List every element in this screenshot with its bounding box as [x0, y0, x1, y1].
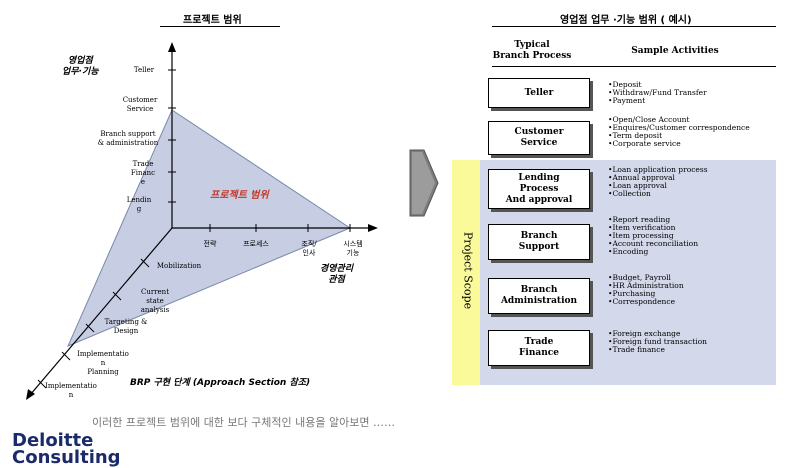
z-axis-line [29, 227, 173, 396]
y-axis-arrow [168, 42, 176, 52]
z-ticks [37, 258, 150, 389]
activity-item: Annual approval [608, 174, 708, 182]
x-item-strategy: 전략 [203, 240, 217, 248]
activity-item: HR Administration [608, 282, 683, 290]
x-item-org: 조직/ 인사 [301, 240, 317, 257]
y-ticks [168, 69, 176, 203]
logo-line-2: Consulting [12, 447, 121, 468]
activity-item: Item processing [608, 232, 698, 240]
activity-item: Corporate service [608, 140, 750, 148]
scope-label: 프로젝트 범위 [210, 190, 269, 201]
deloitte-logo: Deloitte Consulting [12, 430, 121, 468]
activity-item: Payment [608, 97, 707, 105]
left-title: 프로젝트 범위 [183, 15, 242, 26]
z-item-targeting: Targeting & Design [104, 318, 148, 335]
footer-caption: 이러한 프로젝트 범위에 대한 보다 구체적인 내용을 알아보면 …… [92, 416, 395, 429]
header-underline [492, 66, 776, 67]
activity-item: Loan application process [608, 166, 707, 174]
activity-item: Open/Close Account [608, 116, 750, 124]
activity-item: Withdraw/Fund Transfer [608, 89, 706, 97]
activity-item: Encoding [608, 248, 698, 256]
process-branch-administration: Branch Administration [488, 278, 590, 314]
process-branch-support: Branch Support [488, 224, 590, 260]
z-item-implementation: Implementatio n [45, 382, 97, 399]
activity-item: Enquires/Customer correspondence [608, 124, 749, 132]
transition-arrow [409, 149, 439, 217]
y-item-lending: Lendin g [126, 196, 152, 213]
activity-item: Foreign fund transaction [608, 338, 707, 346]
y-item-trade-finance: Trade Financ e [130, 160, 156, 186]
activities-customer-service: Open/Close Account Enquires/Customer cor… [608, 116, 750, 148]
col-process-header: Typical Branch Process [492, 40, 572, 61]
left-title-underline [160, 26, 280, 27]
activity-item: Correspondence [608, 298, 684, 306]
activities-trade-finance: Foreign exchange Foreign fund transactio… [608, 330, 707, 354]
x-axis-title: 경영관리 관점 [320, 264, 354, 285]
activity-item: Foreign exchange [608, 330, 707, 338]
project-scope-band [452, 160, 480, 385]
y-item-customer-service: Customer Service [122, 96, 158, 113]
activities-teller: Deposit Withdraw/Fund Transfer Payment [608, 81, 707, 105]
z-item-impl-planning: Implementatio n Planning [77, 350, 129, 376]
activity-item: Item verification [608, 224, 698, 232]
y-axis-title: 영업점 업무·기능 [62, 56, 99, 77]
right-title-underline [492, 26, 776, 27]
col-activities-header: Sample Activities [631, 46, 719, 56]
x-axis-arrow [368, 224, 378, 232]
x-item-system: 시스템 기능 [343, 240, 363, 257]
activity-item: Report reading [608, 216, 698, 224]
process-teller: Teller [488, 78, 590, 108]
activity-item: Loan approval [608, 182, 708, 190]
y-item-branch-support: Branch support & administration [97, 130, 159, 147]
z-item-current-state: Current state analysis [140, 288, 170, 314]
process-trade-finance: Trade Finance [488, 330, 590, 366]
project-scope-label: Project Scope [461, 231, 475, 310]
activities-branch-administration: Budget, Payroll HR Administration Purcha… [608, 274, 684, 306]
activity-item: Trade finance [608, 346, 707, 354]
activity-item: Budget, Payroll [608, 274, 684, 282]
logo-line-1: Deloitte [12, 430, 94, 451]
activity-item: Account reconciliation [608, 240, 698, 248]
process-customer-service: Customer Service [488, 121, 590, 155]
activity-item: Purchasing [608, 290, 684, 298]
scope-diagram [26, 42, 378, 400]
activity-item: Collection [608, 190, 708, 198]
right-title: 영업점 업무 ·기능 범위 ( 예시) [560, 15, 692, 26]
z-item-mobilization: Mobilization [156, 262, 202, 270]
activity-item: Term deposit [608, 132, 750, 140]
z-axis-title: BRP 구현 단계 (Approach Section 참조) [130, 378, 311, 388]
z-axis-arrow [26, 389, 35, 400]
x-item-process: 프로세스 [243, 240, 269, 248]
process-lending: Lending Process And approval [488, 169, 590, 209]
activity-item: Deposit [608, 81, 707, 89]
activities-lending: Loan application process Annual approval… [608, 166, 708, 198]
x-ticks [209, 224, 351, 232]
activities-branch-support: Report reading Item verification Item pr… [608, 216, 698, 256]
y-item-teller: Teller [133, 66, 155, 74]
